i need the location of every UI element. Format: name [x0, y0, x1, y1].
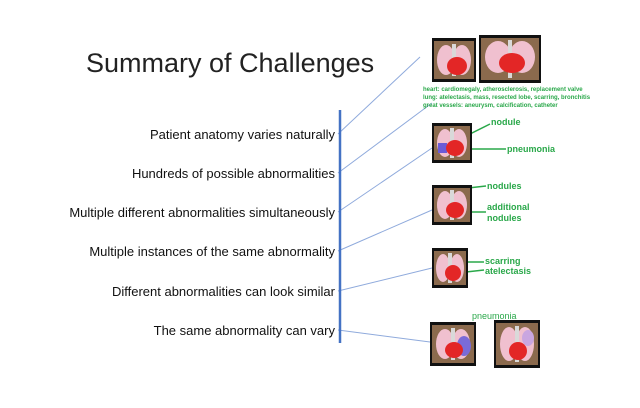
- xray-image-pneumonia-variant-2: [494, 320, 540, 368]
- nodules-label: nodules: [487, 181, 522, 191]
- pneumonia-label: pneumonia: [507, 144, 556, 154]
- xray-image-nodules: [432, 185, 472, 225]
- xray-image-pneumonia-variant-1: [430, 322, 476, 366]
- challenge-same-vary: The same abnormality can vary: [153, 323, 335, 338]
- abnormalities-lung-text: lung: atelectasis, mass, resected lobe, …: [423, 95, 591, 101]
- challenge-multiple-instances: Multiple instances of the same abnormali…: [89, 244, 335, 259]
- connector-line-2: [337, 102, 433, 174]
- connector-line-5: [337, 267, 433, 292]
- abnormalities-heart-text: heart: cardiomegaly, atherosclerosis, re…: [423, 87, 583, 93]
- abnormalities-vessels-text: great vessels: aneurysm, calcification, …: [423, 103, 558, 109]
- atelectasis-pointer: [465, 269, 485, 273]
- challenge-hundreds: Hundreds of possible abnormalities: [131, 166, 335, 181]
- pneumonia-variant-label: pneumonia: [472, 311, 517, 321]
- additional-label: additional: [487, 202, 530, 212]
- xray-image-anatomy-2: [479, 35, 541, 83]
- connector-line-3: [337, 147, 433, 213]
- xray-image-pneumonia: [432, 123, 472, 163]
- xray-image-anatomy-1: [432, 38, 476, 82]
- connector-line-4: [337, 209, 433, 252]
- challenge-multiple-different: Multiple different abnormalities simulta…: [69, 205, 335, 220]
- additional-nodules-label: nodules: [487, 213, 522, 223]
- atelectasis-label: atelectasis: [485, 266, 532, 276]
- connector-line-6: [337, 329, 431, 343]
- xray-image-scarring: [432, 248, 468, 288]
- challenge-anatomy: Patient anatomy varies naturally: [150, 127, 335, 142]
- connector-line-1: [337, 56, 421, 135]
- scarring-label: scarring: [485, 256, 521, 266]
- slide-title: Summary of Challenges: [86, 48, 375, 78]
- challenge-look-similar: Different abnormalities can look similar: [111, 284, 335, 299]
- nodule-label: nodule: [491, 117, 521, 127]
